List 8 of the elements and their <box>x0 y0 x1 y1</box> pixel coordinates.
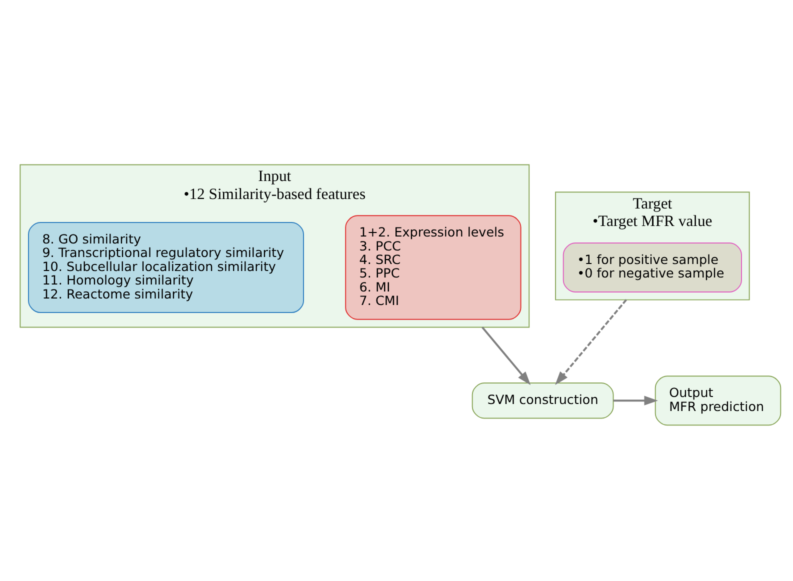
arrow <box>482 326 531 385</box>
arrow <box>613 395 658 405</box>
node-box: 1+2. Expression levels 3. PCC 4. SRC 5. PPC 6. MI 7. CMI <box>345 214 522 320</box>
node-box: Output MFR prediction <box>654 375 782 426</box>
node-box: •1 for positive sample •0 for negative sample <box>562 242 742 292</box>
node-box: 8. GO similarity 9. Transcriptional regulatory similarity 10. Subcellular localization similarity 11. Homology similarity 12. Reactome similarity <box>28 222 304 313</box>
node-box: SVM construction <box>472 382 614 418</box>
arrow <box>555 298 627 384</box>
